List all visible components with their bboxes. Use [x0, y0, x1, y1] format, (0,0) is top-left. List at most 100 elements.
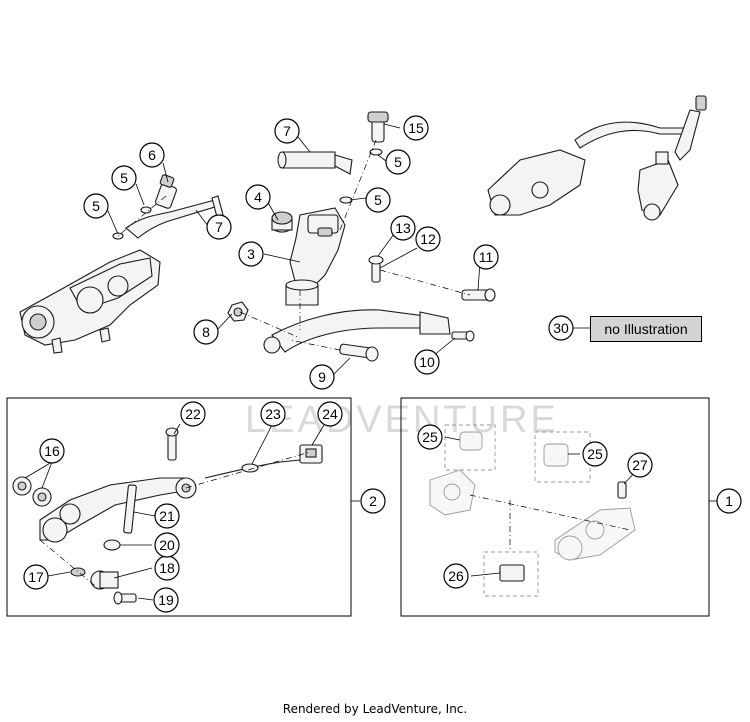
callout-13[interactable]: 13: [390, 215, 416, 241]
callout-5d[interactable]: 5: [365, 187, 391, 213]
svg-text:13: 13: [395, 220, 411, 236]
callout-25a[interactable]: 25: [417, 424, 443, 450]
caliper-group-box: [400, 397, 710, 617]
brake-line-front: [125, 195, 224, 239]
callout-15[interactable]: 15: [403, 115, 429, 141]
svg-text:15: 15: [408, 120, 424, 136]
svg-text:30: 30: [553, 320, 569, 336]
callout-27[interactable]: 27: [627, 452, 653, 478]
banjo-bolt-front: [155, 174, 177, 209]
svg-text:16: 16: [44, 443, 60, 459]
callout-26[interactable]: 26: [443, 563, 469, 589]
callout-1[interactable]: 1: [716, 488, 742, 514]
svg-text:25: 25: [587, 446, 603, 462]
svg-text:7: 7: [283, 123, 291, 139]
callout-2[interactable]: 2: [360, 488, 386, 514]
svg-text:24: 24: [322, 406, 338, 422]
watermark-text: LEADVENTURE: [245, 399, 559, 441]
overview-assembly: [487, 95, 707, 221]
callout-30[interactable]: 30: [548, 315, 574, 341]
bleeder-27: [617, 470, 637, 499]
callout-22[interactable]: 22: [180, 401, 206, 427]
svg-text:11: 11: [479, 249, 494, 265]
callout-16[interactable]: 16: [39, 438, 65, 464]
svg-text:27: 27: [632, 457, 648, 473]
box2-leaders: [24, 423, 325, 601]
callout-5c[interactable]: 5: [385, 149, 411, 175]
callout-20[interactable]: 20: [154, 532, 180, 558]
svg-text:7: 7: [215, 219, 223, 235]
box1-leaders: [444, 436, 580, 577]
brake-hose-master: [277, 151, 353, 175]
switch-24: [299, 444, 323, 464]
svg-text:8: 8: [202, 324, 210, 340]
callout-17[interactable]: 17: [23, 564, 49, 590]
callout-25b[interactable]: 25: [582, 441, 608, 467]
callout-21[interactable]: 21: [154, 503, 180, 529]
svg-text:2: 2: [369, 493, 377, 509]
leader-lines-top: [107, 123, 481, 375]
svg-text:5: 5: [120, 170, 128, 186]
svg-text:9: 9: [318, 369, 326, 385]
pin-22: [165, 427, 179, 461]
rear-master-cylinder: [285, 207, 346, 306]
bush-20: [103, 539, 121, 551]
svg-text:10: 10: [419, 354, 435, 370]
bearings-16: [12, 476, 52, 507]
pads-26: [483, 500, 539, 597]
pushrod-bolt: [368, 255, 384, 283]
brake-pedal-linkage: [263, 309, 451, 354]
banjo-bolt-master: [367, 111, 389, 143]
bolt-long-11: [461, 288, 496, 302]
callout-7b[interactable]: 7: [206, 214, 232, 240]
no-illustration-box: no Illustration: [590, 316, 702, 342]
spacer-bush: [271, 211, 293, 233]
front-brake-caliper: [19, 249, 161, 354]
bolt-9: [339, 343, 379, 362]
callout-12[interactable]: 12: [415, 226, 441, 252]
callout-10[interactable]: 10: [414, 349, 440, 375]
svg-text:18: 18: [159, 560, 175, 576]
svg-text:25: 25: [422, 429, 438, 445]
svg-text:21: 21: [159, 508, 175, 524]
svg-text:20: 20: [159, 537, 175, 553]
screw-19: [113, 591, 137, 605]
callout-19[interactable]: 19: [153, 587, 179, 613]
callout-6[interactable]: 6: [139, 142, 165, 168]
callout-9[interactable]: 9: [309, 364, 335, 390]
pivot-bolt-21: [123, 484, 137, 534]
washer-17: [70, 567, 86, 577]
svg-text:3: 3: [247, 246, 255, 262]
screw-10: [451, 330, 475, 342]
svg-text:23: 23: [265, 406, 281, 422]
svg-text:1: 1: [725, 493, 733, 509]
callout-3[interactable]: 3: [238, 241, 264, 267]
footer-credit: Rendered by LeadVenture, Inc.: [282, 702, 468, 716]
brake-pedal: [39, 477, 197, 543]
svg-text:26: 26: [448, 568, 464, 584]
svg-text:5: 5: [92, 198, 100, 214]
svg-text:6: 6: [148, 147, 156, 163]
callout-23[interactable]: 23: [260, 401, 286, 427]
svg-text:5: 5: [374, 192, 382, 208]
callout-8[interactable]: 8: [193, 319, 219, 345]
washer-front: [112, 206, 152, 240]
callout-18[interactable]: 18: [154, 555, 180, 581]
svg-text:17: 17: [28, 569, 44, 585]
svg-text:19: 19: [158, 592, 174, 608]
svg-text:4: 4: [254, 189, 262, 205]
callout-4[interactable]: 4: [245, 184, 271, 210]
callout-7a[interactable]: 7: [274, 118, 300, 144]
pedal-group-box: [6, 397, 352, 617]
svg-text:12: 12: [420, 231, 436, 247]
nut-8: [227, 301, 249, 322]
caliper-ghost: [429, 469, 636, 561]
callout-5a[interactable]: 5: [83, 193, 109, 219]
callout-11[interactable]: 11: [473, 244, 499, 270]
callout-5b[interactable]: 5: [111, 165, 137, 191]
spacer-18: [90, 570, 119, 590]
callout-24[interactable]: 24: [317, 401, 343, 427]
svg-text:22: 22: [185, 406, 201, 422]
svg-text:5: 5: [394, 154, 402, 170]
